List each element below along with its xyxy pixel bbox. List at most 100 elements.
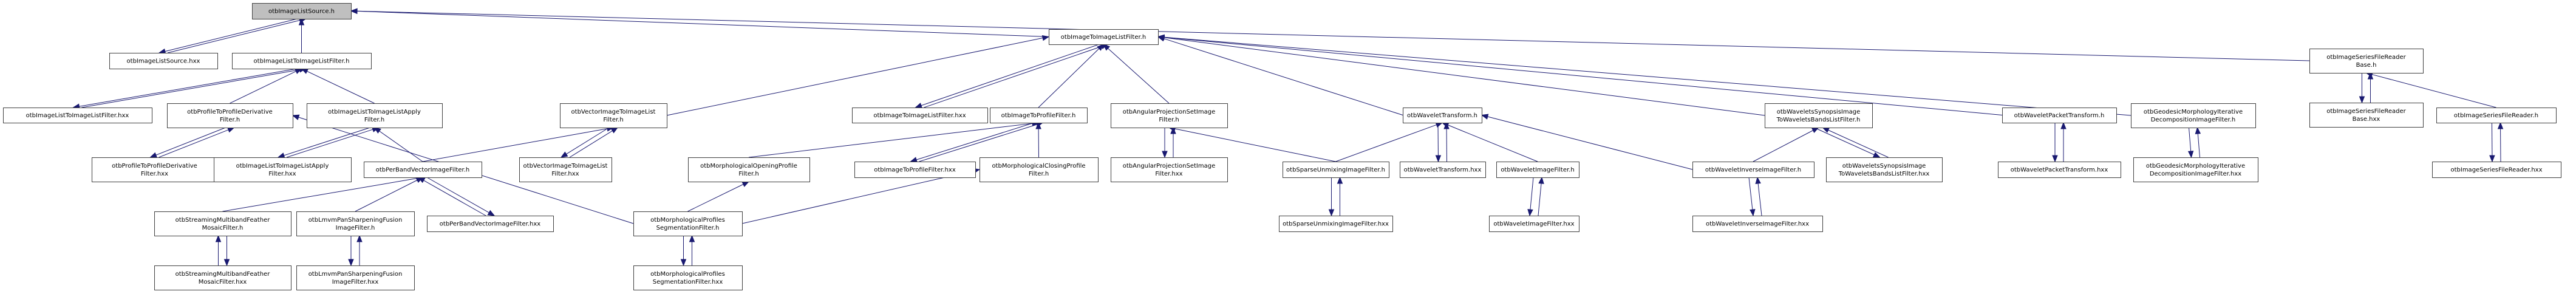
arrowhead-icon [1162, 151, 1168, 159]
node-otb-per-band-vector-image-filter-hxx[interactable]: otbPerBandVectorImageFilter.hxx [427, 216, 554, 232]
include-edge [2197, 133, 2200, 158]
arrowhead-icon [1097, 44, 1104, 51]
node-label: otbImageListToImageListFilter.hxx [26, 112, 129, 119]
node-otb-image-to-image-list-filter-hxx[interactable]: otbImageToImageListFilter.hxx [852, 108, 988, 123]
node-otb-morphological-profiles-segmentation-filter-h[interactable]: otbMorphologicalProfilesSegmentationFilt… [633, 211, 743, 236]
node-box[interactable] [854, 162, 976, 178]
node-box[interactable] [1049, 29, 1159, 45]
node-box[interactable] [1279, 216, 1393, 232]
node-otb-image-series-file-reader-hxx[interactable]: otbImageSeriesFileReader.hxx [2432, 162, 2561, 178]
node-box[interactable] [852, 108, 988, 123]
node-box[interactable] [364, 162, 482, 178]
node-box[interactable] [990, 108, 1088, 123]
arrowhead-icon [373, 127, 381, 134]
node-otb-image-list-to-image-list-filter-h[interactable]: otbImageListToImageListFilter.h [232, 53, 372, 69]
node-otb-streaming-multiband-feather-mosaic-filter-h[interactable]: otbStreamingMultibandFeatherMosaicFilter… [154, 211, 291, 236]
node-box[interactable] [1403, 108, 1482, 123]
node-box[interactable] [232, 53, 372, 69]
node-box[interactable] [296, 265, 415, 290]
node-otb-per-band-vector-image-filter-h[interactable]: otbPerBandVectorImageFilter.h [364, 162, 482, 178]
node-box[interactable] [252, 3, 352, 19]
node-box[interactable] [2432, 162, 2561, 178]
node-box[interactable] [2133, 157, 2258, 182]
node-box[interactable] [2309, 103, 2424, 128]
node-otb-streaming-multiband-feather-mosaic-filter-hxx[interactable]: otbStreamingMultibandFeatherMosaicFilter… [154, 265, 291, 290]
node-label: otbImageSeriesFileReader [2326, 54, 2406, 61]
node-otb-wavelet-packet-transform-hxx[interactable]: otbWaveletPacketTransform.hxx [1998, 162, 2121, 178]
node-box[interactable] [109, 53, 218, 69]
node-box[interactable] [519, 157, 612, 182]
node-otb-wavelets-synopsis-image-to-wavelets-bands-list-filter-h[interactable]: otbWaveletsSynopsisImageToWaveletsBandsL… [1765, 103, 1873, 128]
node-otb-wavelet-image-filter-hxx[interactable]: otbWaveletImageFilter.hxx [1489, 216, 1579, 232]
arrowhead-icon [223, 259, 230, 267]
node-box[interactable] [2002, 108, 2117, 123]
node-box[interactable] [154, 211, 291, 236]
node-box[interactable] [154, 265, 291, 290]
node-box[interactable] [1826, 157, 1943, 182]
node-otb-wavelet-transform-h[interactable]: otbWaveletTransform.h [1403, 108, 1482, 123]
node-box[interactable] [1692, 216, 1823, 232]
arrowhead-icon [610, 127, 619, 134]
node-box[interactable] [3, 108, 152, 123]
node-otb-wavelet-inverse-image-filter-h[interactable]: otbWaveletInverseImageFilter.h [1692, 162, 1814, 178]
node-otb-wavelet-transform-hxx[interactable]: otbWaveletTransform.hxx [1400, 162, 1486, 178]
node-otb-lmvm-pan-sharpening-fusion-image-filter-hxx[interactable]: otbLmvmPanSharpeningFusionImageFilter.hx… [296, 265, 415, 290]
node-otb-geodesic-morphology-iterative-decomposition-image-filter-h[interactable]: otbGeodesicMorphologyIterativeDecomposit… [2131, 103, 2256, 128]
node-label: otbImageSeriesFileReader.hxx [2450, 167, 2542, 174]
node-otb-image-to-profile-filter-hxx[interactable]: otbImageToProfileFilter.hxx [854, 162, 976, 178]
node-otb-morphological-profiles-segmentation-filter-hxx[interactable]: otbMorphologicalProfilesSegmentationFilt… [633, 265, 743, 290]
node-otb-image-list-source-h[interactable]: otbImageListSource.h [252, 3, 352, 19]
node-box[interactable] [1765, 103, 1873, 128]
node-otb-image-list-to-image-list-filter-hxx[interactable]: otbImageListToImageListFilter.hxx [3, 108, 152, 123]
node-box[interactable] [214, 157, 352, 182]
node-label: otbStreamingMultibandFeather [175, 217, 271, 224]
node-otb-image-series-file-reader-h[interactable]: otbImageSeriesFileReader.h [2436, 108, 2557, 123]
node-box[interactable] [1111, 103, 1228, 128]
node-box[interactable] [1998, 162, 2121, 178]
node-otb-wavelet-inverse-image-filter-hxx[interactable]: otbWaveletInverseImageFilter.hxx [1692, 216, 1823, 232]
node-box[interactable] [633, 211, 743, 236]
node-box[interactable] [688, 157, 810, 182]
node-box[interactable] [633, 265, 743, 290]
node-box[interactable] [2436, 108, 2557, 123]
node-box[interactable] [1400, 162, 1486, 178]
node-box[interactable] [2131, 103, 2256, 128]
node-otb-sparse-unmixing-image-filter-h[interactable]: otbSparseUnmixingImageFilter.h [1283, 162, 1389, 178]
node-otb-wavelet-image-filter-h[interactable]: otbWaveletImageFilter.h [1496, 162, 1579, 178]
node-box[interactable] [427, 216, 554, 232]
node-box[interactable] [1692, 162, 1814, 178]
node-otb-image-list-source-hxx[interactable]: otbImageListSource.hxx [109, 53, 218, 69]
node-box[interactable] [1283, 162, 1389, 178]
node-box[interactable] [1496, 162, 1579, 178]
node-box[interactable] [296, 211, 415, 236]
node-box[interactable] [1489, 216, 1579, 232]
node-otb-image-to-profile-filter-h[interactable]: otbImageToProfileFilter.h [990, 108, 1088, 123]
node-box[interactable] [2309, 49, 2424, 74]
include-edge [165, 18, 298, 52]
node-box[interactable] [560, 103, 667, 128]
node-otb-sparse-unmixing-image-filter-hxx[interactable]: otbSparseUnmixingImageFilter.hxx [1279, 216, 1393, 232]
node-box[interactable] [307, 103, 443, 128]
node-box[interactable] [980, 157, 1099, 182]
node-otb-wavelet-packet-transform-h[interactable]: otbWaveletPacketTransform.h [2002, 108, 2117, 123]
node-box[interactable] [1111, 157, 1228, 182]
node-box[interactable] [92, 157, 218, 182]
node-otb-image-to-image-list-filter-h[interactable]: otbImageToImageListFilter.h [1049, 29, 1159, 45]
node-box[interactable] [167, 103, 293, 128]
node-otb-geodesic-morphology-iterative-decomposition-image-filter-hxx[interactable]: otbGeodesicMorphologyIterativeDecomposit… [2133, 157, 2258, 182]
node-otb-wavelets-synopsis-image-to-wavelets-bands-list-filter-hxx[interactable]: otbWaveletsSynopsisImageToWaveletsBandsL… [1826, 157, 1943, 182]
